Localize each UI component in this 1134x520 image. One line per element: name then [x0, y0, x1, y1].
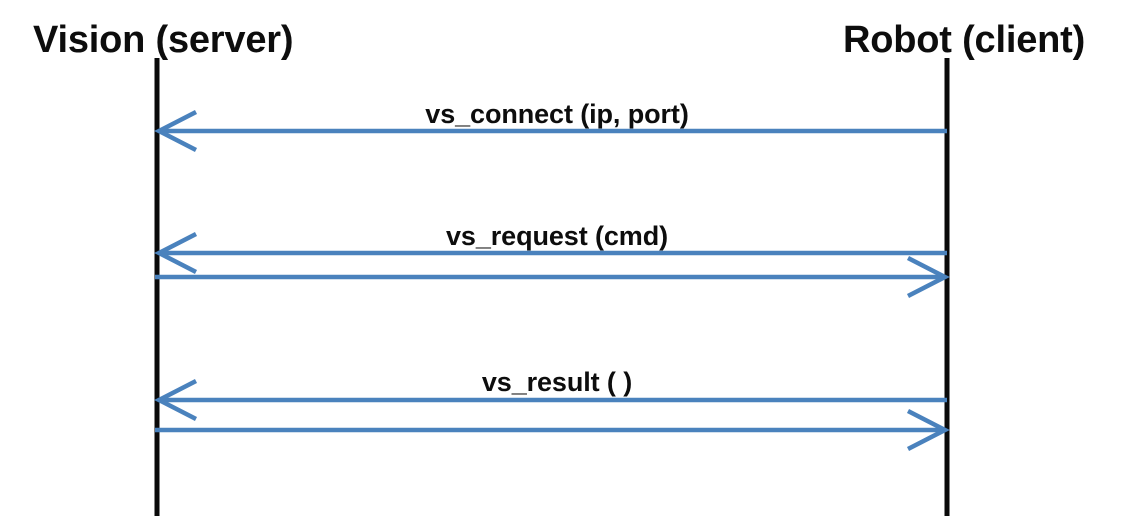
arrowhead-left-vs-result-call — [154, 378, 198, 422]
actor-label-vision: Vision (server) — [33, 19, 293, 61]
arrowhead-right-vs-result-return — [906, 408, 950, 452]
message-group-vs-request: vs_request (cmd) — [154, 221, 950, 299]
actor-label-robot: Robot (client) — [843, 19, 1085, 61]
message-label-vs-result: vs_result ( ) — [482, 367, 632, 397]
message-group-vs-connect: vs_connect (ip, port) — [154, 99, 947, 153]
arrowhead-left-vs-request-call — [154, 231, 198, 275]
message-group-vs-result: vs_result ( ) — [154, 367, 950, 452]
message-label-vs-connect: vs_connect (ip, port) — [425, 99, 688, 129]
arrowhead-right-vs-request-return — [906, 255, 950, 299]
arrowhead-left-vs-connect-call — [154, 109, 198, 153]
message-label-vs-request: vs_request (cmd) — [446, 221, 668, 251]
